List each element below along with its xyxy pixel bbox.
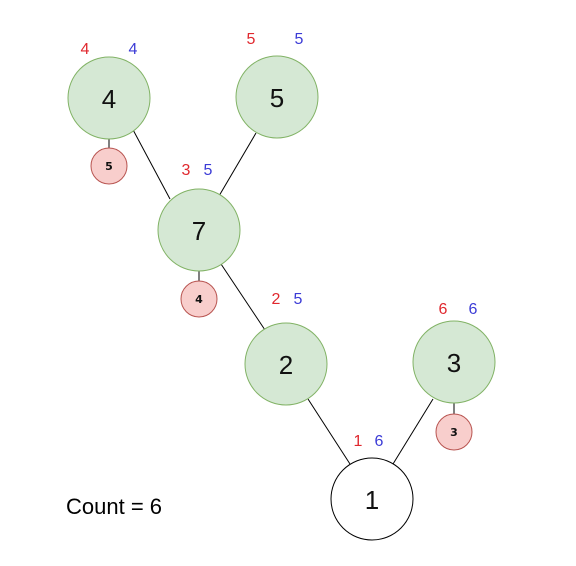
annotation-right-5: 5 xyxy=(295,31,304,48)
node-circle xyxy=(67,56,151,140)
tree-node-1: 1 xyxy=(330,457,414,541)
annotation-left-1: 1 xyxy=(354,433,363,450)
annotation-right-7: 5 xyxy=(204,162,213,179)
small-node-under-3: 3 xyxy=(435,413,473,451)
small-node-label: 5 xyxy=(105,160,113,173)
node-label: 7 xyxy=(192,216,206,246)
annotation-left-3: 6 xyxy=(439,301,448,318)
small-node-under-4: 5 xyxy=(90,147,128,185)
annotation-right-2: 5 xyxy=(294,291,303,308)
node-circle xyxy=(412,320,496,404)
annotation-left-5: 5 xyxy=(247,31,256,48)
node-circle xyxy=(157,188,241,272)
node-circle xyxy=(235,55,319,139)
tree-node-3: 3 xyxy=(412,320,496,404)
node-label: 5 xyxy=(270,83,284,113)
tree-node-5: 5 xyxy=(235,55,319,139)
annotation-right-4: 4 xyxy=(129,41,138,58)
annotation-left-2: 2 xyxy=(272,291,281,308)
annotation-left-4: 4 xyxy=(81,41,90,58)
node-label: 4 xyxy=(102,84,116,114)
annotation-right-3: 6 xyxy=(469,301,478,318)
edge-5-7 xyxy=(218,132,257,197)
node-label: 1 xyxy=(365,485,379,515)
small-node-circle xyxy=(435,413,473,451)
small-node-circle xyxy=(90,147,128,185)
tree-node-4: 4 xyxy=(67,56,151,140)
tree-node-2: 2 xyxy=(244,322,328,406)
small-node-label: 3 xyxy=(450,426,458,439)
edge-3-1 xyxy=(392,398,434,465)
small-node-label: 4 xyxy=(195,293,203,306)
annotation-left-7: 3 xyxy=(182,162,191,179)
node-label: 2 xyxy=(279,350,293,380)
count-label: Count = 6 xyxy=(66,494,162,519)
edge-7-2 xyxy=(220,263,266,331)
node-circle xyxy=(330,457,414,541)
tree-node-7: 7 xyxy=(157,188,241,272)
node-circle xyxy=(244,322,328,406)
node-label: 3 xyxy=(447,348,461,378)
annotation-right-1: 6 xyxy=(375,433,384,450)
edge-4-7 xyxy=(130,125,171,200)
small-node-under-7: 4 xyxy=(180,280,218,318)
edge-2-1 xyxy=(307,398,351,465)
edges xyxy=(108,125,455,465)
small-node-circle xyxy=(180,280,218,318)
